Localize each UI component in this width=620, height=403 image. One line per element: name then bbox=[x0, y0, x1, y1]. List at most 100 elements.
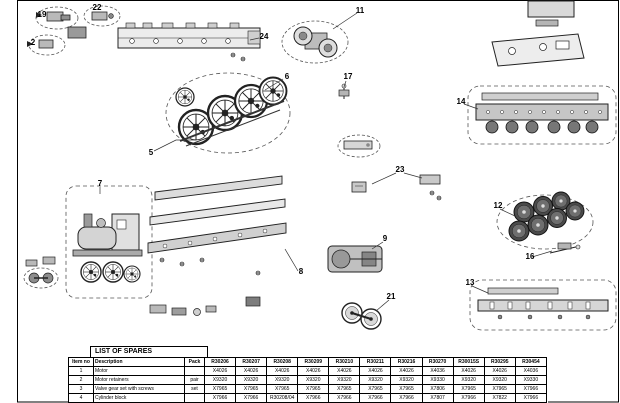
spares-cell: X7965 bbox=[328, 384, 361, 394]
callout-13: 13 bbox=[466, 278, 475, 287]
spares-cell: X7965 bbox=[266, 384, 299, 394]
spares-col-header: Pack bbox=[184, 357, 205, 367]
callout-8: 8 bbox=[299, 267, 304, 276]
callout-22: 22 bbox=[93, 3, 102, 12]
spares-cell: X7965 bbox=[235, 384, 268, 394]
loco-body-assembly bbox=[65, 185, 153, 299]
keeper-plate-part bbox=[337, 134, 381, 158]
spares-cell: X7965 bbox=[390, 384, 423, 394]
driving-wheel-set bbox=[165, 72, 291, 154]
front-wheel-pair bbox=[341, 302, 382, 330]
spares-cell: Valve gear set with screws bbox=[93, 384, 185, 394]
spares-cell: X7965 bbox=[297, 384, 330, 394]
spares-cell: X4026 bbox=[328, 366, 361, 376]
spares-col-header: R30210 bbox=[328, 357, 361, 367]
tender-chassis-assembly bbox=[467, 85, 617, 145]
callout-5: 5 bbox=[149, 148, 154, 157]
spares-cell: X9320 bbox=[452, 375, 485, 385]
spares-cell bbox=[184, 366, 205, 376]
spares-cell: X9320 bbox=[390, 375, 423, 385]
callout-17: 17 bbox=[344, 72, 353, 81]
spares-cell: 4 bbox=[68, 393, 94, 403]
baseplate-part bbox=[117, 22, 261, 62]
spares-cell: 1 bbox=[68, 366, 94, 376]
spares-cell: X9320 bbox=[235, 375, 268, 385]
spares-cell: X4026 bbox=[359, 366, 392, 376]
callout-11: 11 bbox=[356, 6, 365, 15]
spares-cell: X9320 bbox=[266, 375, 299, 385]
callout-21: 21 bbox=[387, 292, 396, 301]
spares-title: LIST OF SPARES bbox=[90, 346, 208, 357]
spares-cell: X9320 bbox=[203, 375, 237, 385]
callout-16: 16 bbox=[526, 252, 535, 261]
spares-cell: X4026 bbox=[452, 366, 485, 376]
spares-cell: X4036 bbox=[421, 366, 454, 376]
spares-cell: Cylinder block bbox=[93, 393, 185, 403]
spares-cell: X9330 bbox=[421, 375, 454, 385]
spares-cell: X7806 bbox=[421, 384, 454, 394]
callout-14: 14 bbox=[457, 97, 466, 106]
callout-12: 12 bbox=[494, 201, 503, 210]
spares-cell: X7966 bbox=[452, 393, 485, 403]
callout-24: 24 bbox=[260, 32, 269, 41]
callout-leader-lines bbox=[99, 12, 553, 312]
spares-cell: X4026 bbox=[266, 366, 299, 376]
spares-cell: X4026 bbox=[390, 366, 423, 376]
spares-cell: X9320 bbox=[483, 375, 516, 385]
spares-cell: X7966 bbox=[235, 393, 268, 403]
spares-cell: X7966 bbox=[297, 393, 330, 403]
spares-cell: X4026 bbox=[297, 366, 330, 376]
spares-cell: Motor retainers bbox=[93, 375, 185, 385]
detail-parts-left bbox=[23, 256, 59, 289]
spares-cell: X7966 bbox=[514, 384, 548, 394]
small-fittings-row bbox=[149, 296, 261, 316]
spares-cell: X4026 bbox=[203, 366, 237, 376]
spares-cell: X7966 bbox=[390, 393, 423, 403]
spares-col-header: Description bbox=[93, 357, 185, 367]
spares-cell: X7965 bbox=[359, 384, 392, 394]
tender-frame-assembly bbox=[469, 279, 617, 331]
callout-7: 7 bbox=[98, 179, 103, 188]
callout-19: 19 bbox=[38, 10, 47, 19]
spares-cell: pair bbox=[184, 375, 205, 385]
spares-col-header: R30209 bbox=[297, 357, 330, 367]
spares-cell: X7966 bbox=[359, 393, 392, 403]
spares-cell: 2 bbox=[68, 375, 94, 385]
spares-cell: X7966 bbox=[203, 393, 237, 403]
spares-col-header: R30207 bbox=[235, 357, 268, 367]
spares-col-header: R30295 bbox=[483, 357, 516, 367]
spares-col-header: R30270 bbox=[421, 357, 454, 367]
spares-cell bbox=[184, 393, 205, 403]
spares-col-header: R30454 bbox=[514, 357, 548, 367]
motor-assembly bbox=[327, 245, 383, 273]
spares-col-header: R30206 bbox=[203, 357, 237, 367]
cylinder-assembly bbox=[281, 20, 349, 64]
spares-cell: set bbox=[184, 384, 205, 394]
spares-cell: X4026 bbox=[235, 366, 268, 376]
spares-cell: 3 bbox=[68, 384, 94, 394]
spares-cell: X9320 bbox=[328, 375, 361, 385]
spares-col-header: R30015S bbox=[452, 357, 485, 367]
spares-cell: X4026 bbox=[483, 366, 516, 376]
callout-9: 9 bbox=[383, 234, 388, 243]
spares-cell: X9320 bbox=[359, 375, 392, 385]
spares-cell: X7966 bbox=[514, 393, 548, 403]
spares-cell: X7965 bbox=[483, 384, 516, 394]
spares-cell: Motor bbox=[93, 366, 185, 376]
spares-col-header: R30211 bbox=[359, 357, 392, 367]
callout-6: 6 bbox=[285, 72, 290, 81]
spares-cell: X9320 bbox=[297, 375, 330, 385]
spares-col-header: Item no bbox=[68, 357, 94, 367]
retainer-clips bbox=[351, 174, 442, 201]
spares-col-header: R30216 bbox=[390, 357, 423, 367]
